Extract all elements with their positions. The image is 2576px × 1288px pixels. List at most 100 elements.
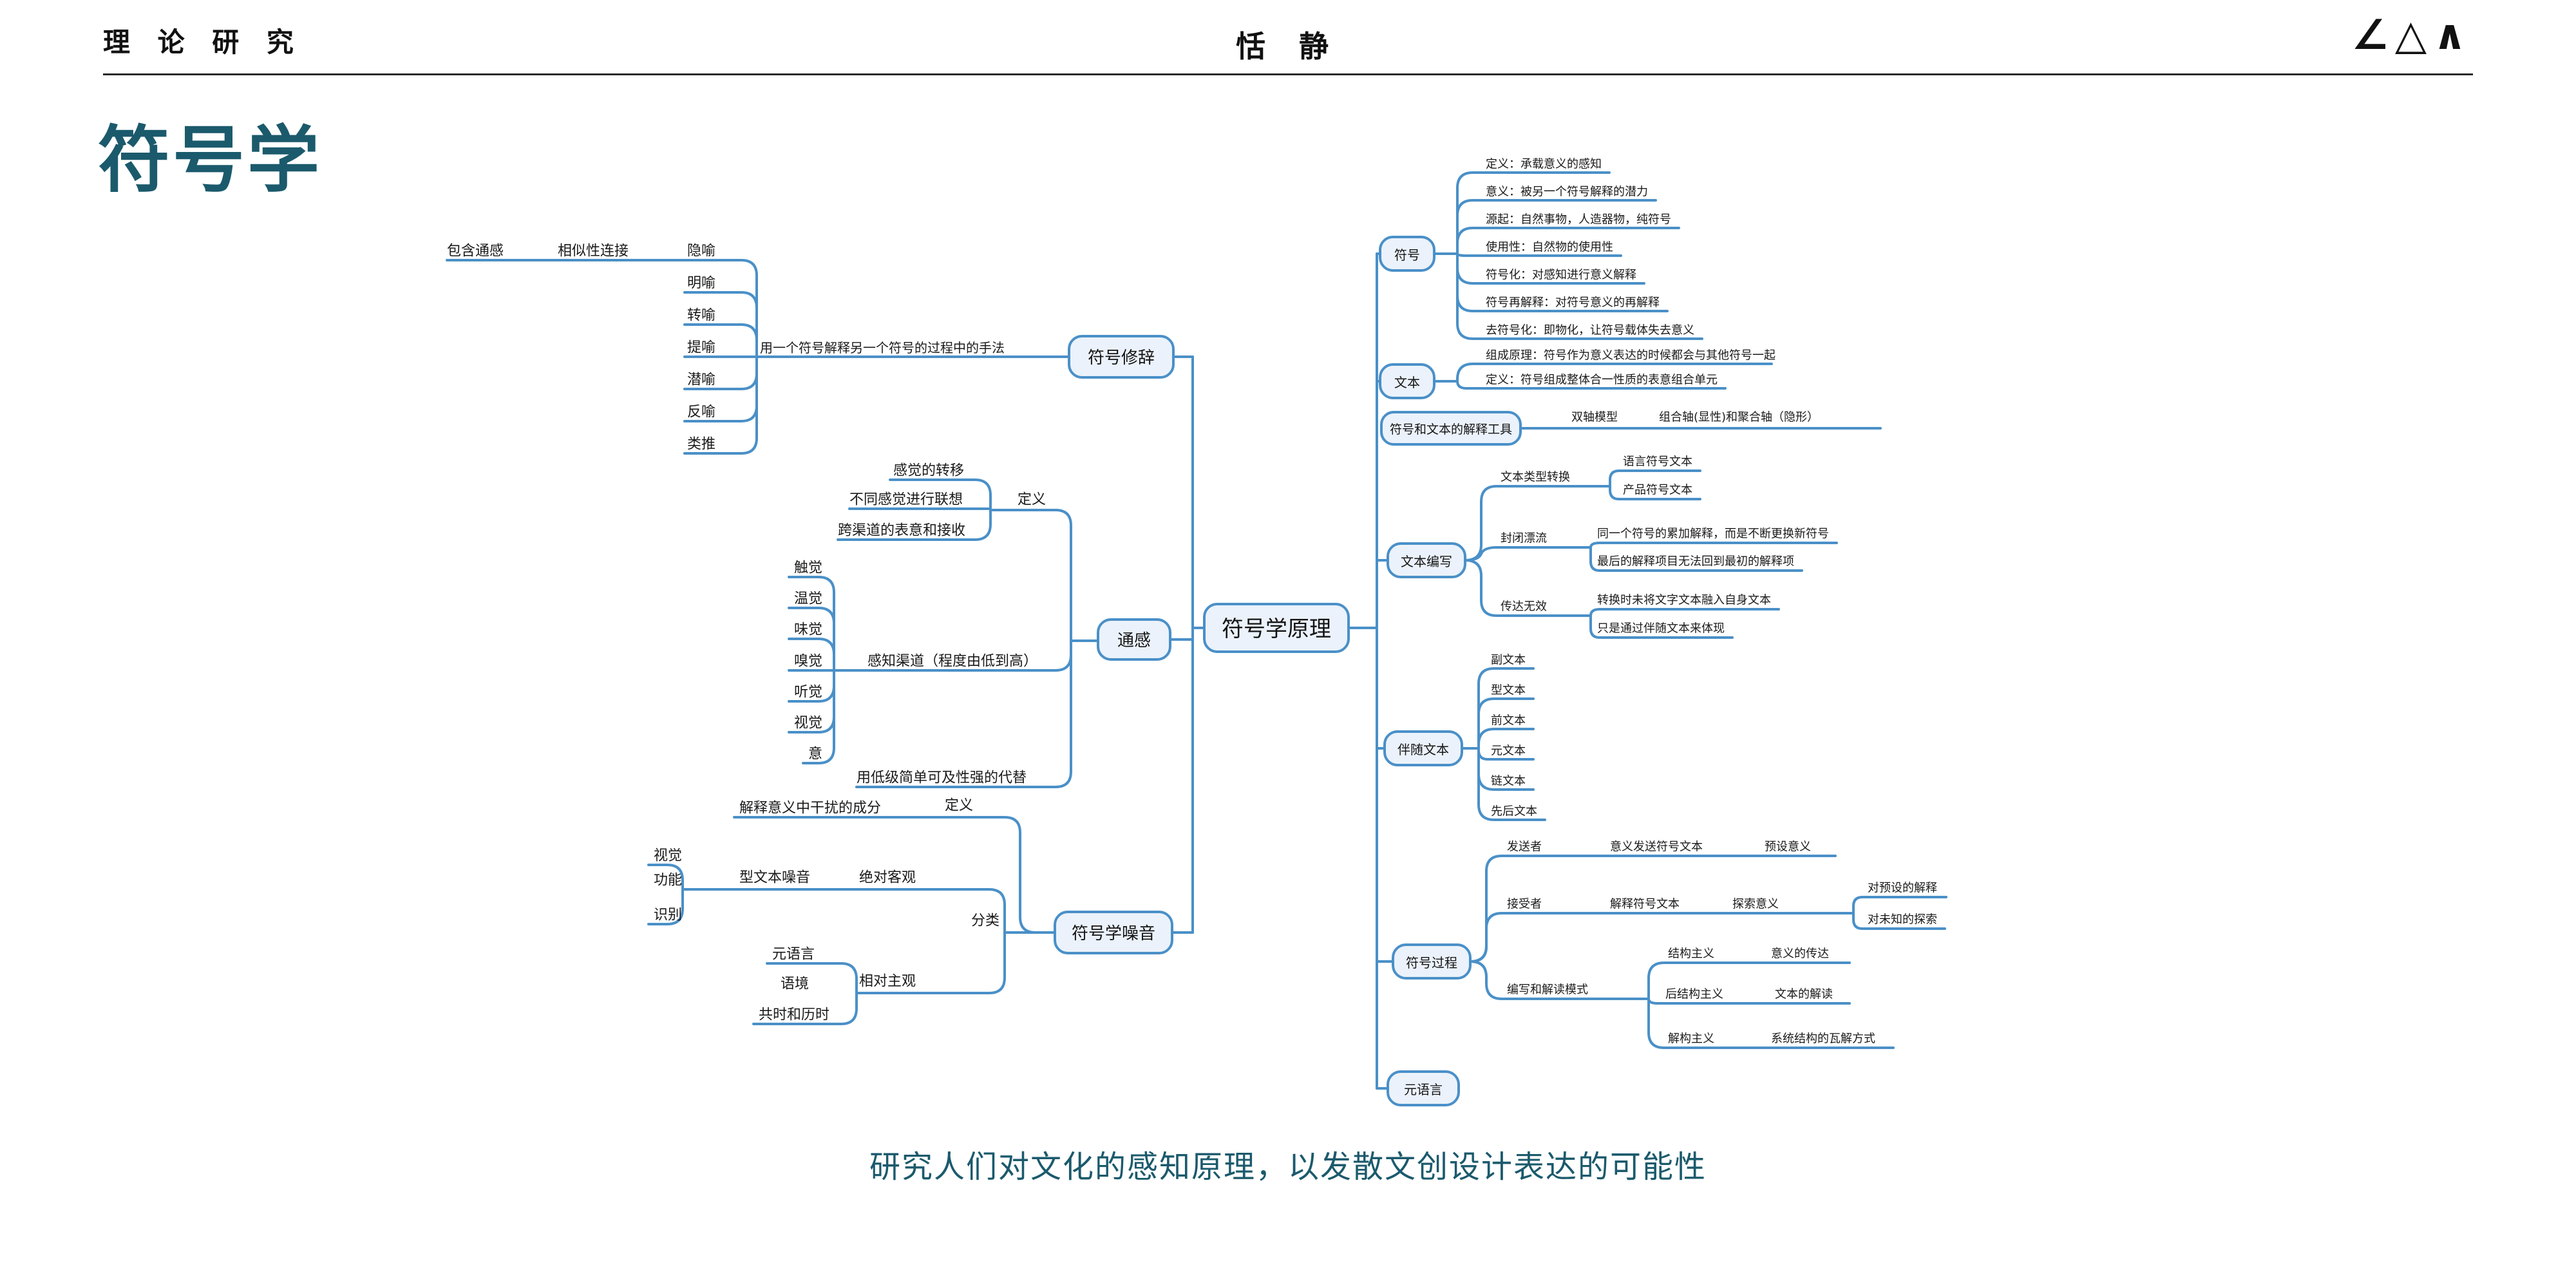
mindmap-label-wenben-items-1: 定义：符号组成整体合一性质的表意组合单元 — [1486, 374, 1718, 387]
connector-line — [855, 931, 1006, 994]
mindmap-label-zaoyin-xing_items-0: 视觉 — [654, 848, 682, 864]
mindmap-label-jieshigongju-zuhezhou: 组合轴(显性)和聚合轴（隐形） — [1659, 411, 1819, 424]
connector-line — [1647, 998, 1895, 1049]
mindmap-label-fuhaoxiuci-items-6: 类推 — [687, 437, 715, 453]
connector-line — [1609, 485, 1701, 500]
mindmap-label-peisui-items-5: 先后文本 — [1491, 805, 1537, 819]
mindmap-label-tonggan-dingyi: 定义 — [1018, 492, 1046, 508]
mindmap-label-fuhaoxiuci-xiangsixing: 相似性连接 — [558, 243, 629, 260]
mindmap-label-peisui-items-2: 前文本 — [1491, 714, 1526, 728]
mindmap-label-guocheng-jieshi_wenben: 解释符号文本 — [1610, 898, 1680, 911]
header: 理 论 研 究 恬 静 ∠△∧ — [0, 0, 2576, 74]
mindmap-node-zaoyin — [1054, 911, 1173, 954]
connector-line — [1456, 252, 1703, 340]
mindmap-label-zaoyin-fenlei: 分类 — [971, 913, 999, 929]
mindmap-node-label-zaoyin: 符号学噪音 — [1072, 924, 1155, 943]
mindmap-label-bianxie-chuanda_items-0: 转换时未将文字文本融入自身文本 — [1597, 594, 1771, 607]
mindmap-label-bianxie-leixing_items-0: 语言符号文本 — [1623, 455, 1692, 469]
connector-line — [802, 669, 835, 764]
mindmap-label-bianxie-leixing_items-1: 产品符号文本 — [1623, 484, 1692, 497]
connector-line — [1456, 227, 1680, 255]
mindmap-label-bianxie-fengbi_items-0: 同一个符号的累加解释，而是不断更换新符号 — [1597, 527, 1829, 541]
connector-line — [681, 888, 1006, 934]
mindmap-label-guocheng-moshi_rows-2-b: 系统结构的瓦解方式 — [1771, 1032, 1875, 1046]
mindmap-label-guocheng-tansuo_yiyi: 探索意义 — [1732, 898, 1779, 911]
mindmap-label-peisui-items-4: 链文本 — [1491, 775, 1526, 788]
connector-line — [1852, 912, 1946, 930]
mindmap-label-fuhao-items-2: 源起：自然事物，人造器物，纯符号 — [1486, 213, 1671, 227]
connector-line — [833, 654, 1072, 672]
mindmap-node-label-fuhao: 符号 — [1394, 247, 1420, 263]
mindmap-node-wenben — [1379, 363, 1435, 399]
mindmap-label-tonggan-qudao: 感知渠道（程度由低到高） — [867, 654, 1037, 670]
mindmap-node-label-jieshigongju: 符号和文本的解释工具 — [1390, 422, 1512, 437]
mindmap-label-tonggan-senses-2: 味觉 — [794, 622, 822, 638]
connector-line — [1456, 363, 1773, 383]
connector-line — [752, 992, 858, 1025]
connector-line — [1596, 469, 1701, 488]
mindmap-node-fuhaoxiuci — [1068, 335, 1175, 379]
mindmap-node-root — [1203, 603, 1350, 653]
mindmap-label-fuhaoxiuci-items-4: 潜喻 — [687, 372, 715, 388]
mindmap-label-fuhao-items-0: 定义：承载意义的感知 — [1486, 158, 1602, 171]
mindmap-label-fuhaoxiuci-items-1: 明喻 — [687, 276, 715, 292]
connector-line — [788, 638, 835, 672]
brand-logo-icon: ∠△∧ — [2351, 12, 2473, 59]
connector-line — [837, 509, 992, 541]
mindmap-node-label-guocheng: 符号过程 — [1406, 955, 1457, 971]
connector-line — [788, 607, 835, 672]
mindmap-node-label-metalang: 元语言 — [1404, 1082, 1443, 1097]
connector-line — [683, 323, 758, 358]
author-name: 恬 静 — [1235, 29, 1340, 64]
mindmap-label-guocheng-moshi_rows-1-b: 文本的解读 — [1775, 988, 1833, 1001]
connector-line — [1839, 896, 1947, 914]
mindmap-label-bianxie-chuanda_items-1: 只是通过伴随文本来体现 — [1597, 622, 1725, 636]
connector-line — [1464, 559, 1579, 617]
mindmap-label-fuhao-items-5: 符号再解释：对符号意义的再解释 — [1486, 296, 1660, 310]
page-title: 符号学 — [98, 118, 322, 202]
caption-text: 研究人们对文化的感知原理，以发散文创设计表达的可能性 — [869, 1149, 1707, 1185]
mindmap-label-guocheng-moshi_rows-0-a: 结构主义 — [1668, 947, 1714, 961]
connector-line — [683, 259, 758, 358]
connector-line — [647, 888, 684, 925]
connector-line — [1469, 960, 1637, 1000]
mindmap-label-tonggan-senses-4: 听觉 — [794, 685, 822, 701]
connector-line — [766, 962, 858, 994]
mindmap-label-guocheng-yiyi_fasong: 意义发送符号文本 — [1610, 840, 1703, 854]
mindmap-node-bianxie — [1387, 542, 1466, 578]
mindmap-label-fuhaoxiuci-items-2: 转喻 — [687, 308, 715, 324]
mindmap-label-guocheng-moshi_rows-2-a: 解构主义 — [1668, 1032, 1714, 1046]
mindmap-label-zaoyin-xing_wenben_zaoyin: 型文本噪音 — [739, 870, 810, 886]
mindmap-label-peisui-items-1: 型文本 — [1491, 684, 1526, 697]
mindmap-label-tonggan-daiti: 用低级简单可及性强的代替 — [857, 770, 1027, 786]
mindmap-node-label-tonggan: 通感 — [1117, 631, 1151, 650]
mindmap-label-guocheng-moshi_rows-1-a: 后结构主义 — [1665, 988, 1723, 1001]
connector-line — [1634, 961, 1851, 1000]
mindmap-label-tonggan-def_items-2: 跨渠道的表意和接收 — [838, 523, 965, 539]
connector-line — [1469, 912, 1842, 963]
mindmap-label-zaoyin-xiangdui_items-0: 元语言 — [772, 947, 815, 963]
mindmap-label-fuhao-items-3: 使用性：自然物的使用性 — [1486, 241, 1613, 254]
mindmap-node-label-wenben: 文本 — [1394, 375, 1420, 390]
mindmap-label-guocheng-tansuo_items-0: 对预设的解释 — [1868, 882, 1937, 895]
mindmap-label-tonggan-senses-5: 视觉 — [794, 715, 822, 732]
mindmap-label-guocheng-fasongzhe: 发送者 — [1507, 840, 1542, 854]
mindmap-node-guocheng — [1392, 943, 1472, 980]
mindmap-label-jieshigongju-shuangzhou: 双轴模型 — [1571, 411, 1618, 424]
mindmap-label-zaoyin-xiangdui_items-1: 语境 — [781, 976, 809, 992]
mindmap-label-zaoyin-xing_items-2: 识别 — [654, 907, 682, 923]
mindmap-label-guocheng-yushe_yiyi: 预设意义 — [1765, 840, 1811, 854]
mindmap-label-zaoyin-xing_items-1: 功能 — [654, 873, 682, 889]
connector-line — [1577, 542, 1838, 549]
mindmap-label-guocheng-jieshouzhe: 接受者 — [1507, 898, 1542, 911]
mindmap-label-zaoyin-dingyi: 定义 — [945, 798, 973, 814]
mindmap-label-fuhaoxiuci-items-5: 反喻 — [687, 404, 715, 421]
mindmap-label-tonggan-def_items-1: 不同感觉进行联想 — [849, 492, 963, 508]
mindmap-label-fuhao-items-6: 去符号化：即物化，让符号载体失去意义 — [1486, 324, 1694, 337]
mindmap-label-guocheng-moshi_rows-0-b: 意义的传达 — [1771, 947, 1829, 961]
mindmap-label-bianxie-fengbi: 封闭漂流 — [1501, 532, 1547, 545]
mindmap-node-metalang — [1387, 1070, 1460, 1106]
connector-line — [1456, 199, 1657, 255]
